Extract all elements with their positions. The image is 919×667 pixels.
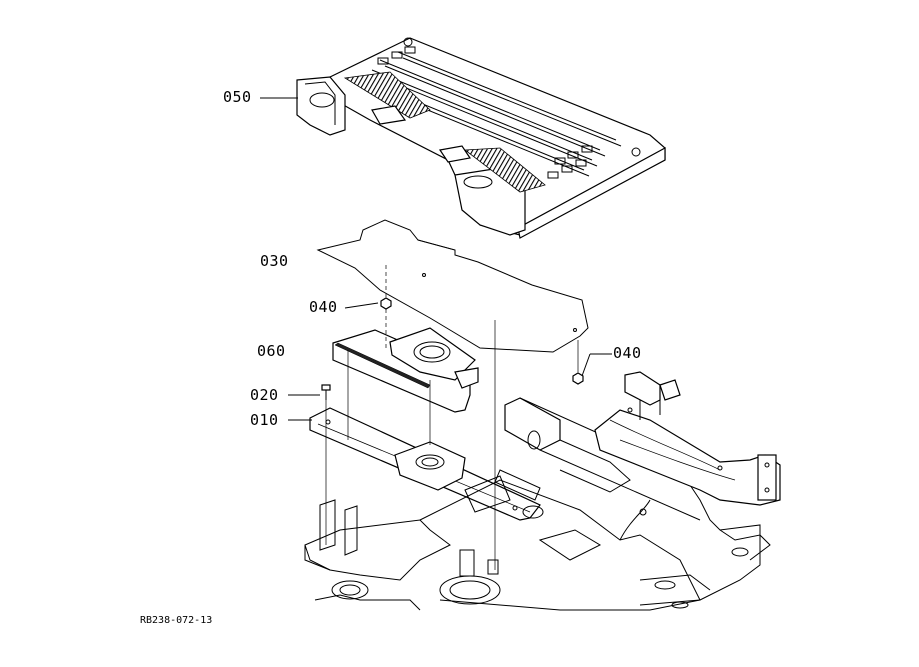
part-010-frame [309,407,541,556]
part-040-nut-right [572,372,584,385]
diagram-reference-code: RB238-072-13 [140,615,213,626]
part-060-bracket [332,327,479,413]
part-020-bolt [321,384,331,400]
callout-020: 020 [250,386,279,404]
assembly-guide-lines [325,265,579,570]
part-050-floor-cover [296,37,666,239]
callout-040-left: 040 [309,298,338,316]
machine-frame [304,371,781,611]
callout-060: 060 [257,342,286,360]
callout-010: 010 [250,411,279,429]
part-030-floor-plate [316,219,589,353]
callout-040-right: 040 [613,344,642,362]
leader-lines [260,97,612,421]
part-040-nut-left [380,297,392,310]
callout-050: 050 [223,88,252,106]
callout-030: 030 [260,252,289,270]
